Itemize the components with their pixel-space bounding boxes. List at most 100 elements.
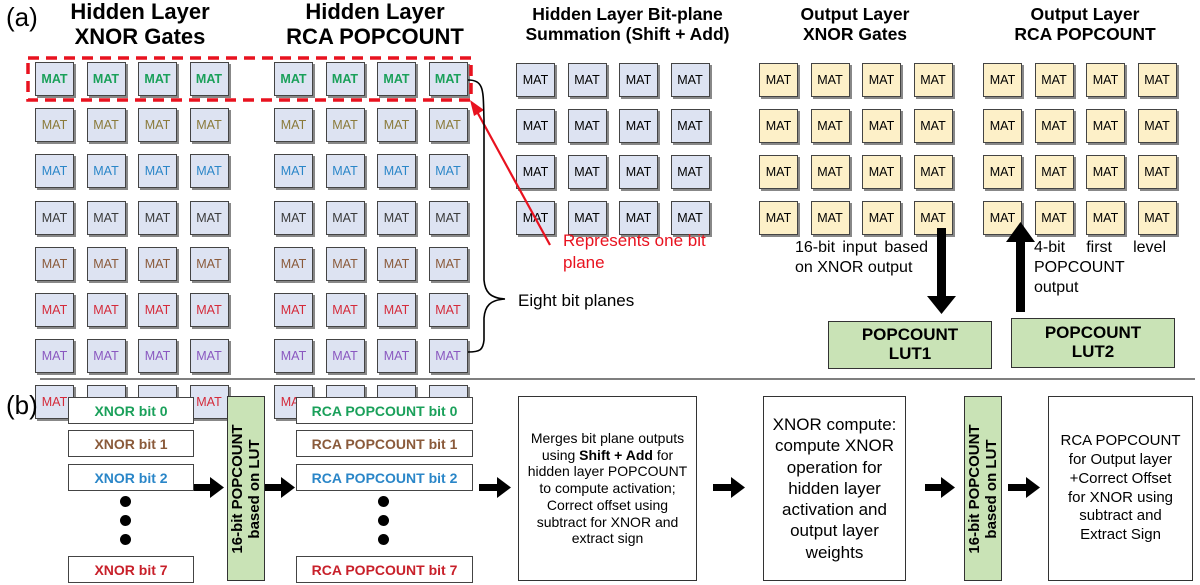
mat-block: MAT — [86, 292, 126, 327]
lut1-down-arrow-shaft — [937, 228, 946, 298]
merge-text-pre: Merges bit plane outputs using — [530, 429, 685, 463]
mat-block: MAT — [759, 63, 798, 97]
mat-block: MAT — [983, 201, 1022, 235]
mat-block: MAT — [138, 108, 177, 143]
bitplane-highlight-box — [26, 56, 473, 102]
rca-output-text: RCA POPCOUNT for Output layer +Correct O… — [1060, 432, 1181, 543]
heading-line: RCA POPCOUNT — [286, 23, 464, 49]
mat-block: MAT — [325, 108, 365, 143]
heading-line: Summation (Shift + Add) — [525, 23, 730, 44]
merge-bitplanes-box: Merges bit plane outputs using Shift + A… — [518, 396, 697, 581]
lut2-line: POPCOUNT — [1044, 323, 1142, 343]
mat-block: MAT — [862, 63, 901, 97]
xnor-compute-box: XNOR compute: compute XNOR operation for… — [763, 396, 906, 581]
mat-block: MAT — [86, 62, 126, 96]
mat-block: MAT — [913, 109, 953, 143]
rca-bit-7-label: RCA POPCOUNT bit 7 — [311, 561, 458, 578]
mat-block: MAT — [35, 154, 74, 189]
mat-block: MAT — [377, 200, 416, 235]
heading-line: XNOR Gates — [802, 23, 908, 44]
mat-block: MAT — [619, 155, 658, 189]
mat-block: MAT — [377, 154, 416, 189]
flow-arrow — [713, 477, 745, 498]
heading-output-xnor: Output Layer XNOR Gates — [755, 4, 955, 44]
hidden-rca-mat-grid: MAT MAT MAT MAT MAT MAT MAT MAT MAT MAT MAT MAT MAT M… — [274, 62, 468, 420]
xnor-bit-2-label: XNOR bit 2 — [94, 469, 168, 486]
mat-block: MAT — [274, 292, 313, 327]
mat-block: MAT — [377, 292, 416, 327]
bitplane-pointer-arrowhead — [470, 100, 484, 116]
mat-block: MAT — [1137, 155, 1177, 189]
mat-block: MAT — [516, 109, 555, 143]
mat-block: MAT — [428, 246, 468, 281]
mat-block: MAT — [1137, 201, 1177, 235]
mat-block: MAT — [325, 154, 365, 189]
mat-block: MAT — [86, 339, 126, 374]
mat-block: MAT — [428, 108, 468, 143]
mat-block: MAT — [428, 62, 468, 96]
heading-line: Output Layer — [800, 4, 910, 24]
mat-block: MAT — [810, 201, 850, 235]
mat-block: MAT — [567, 201, 607, 235]
xnor-bit-7-box: XNOR bit 7 — [68, 556, 194, 583]
rca-bit-0-label: RCA POPCOUNT bit 0 — [311, 402, 458, 419]
mat-block: MAT — [983, 155, 1022, 189]
ellipsis-dot — [120, 515, 131, 526]
mat-block: MAT — [325, 200, 365, 235]
mat-block: MAT — [567, 109, 607, 143]
popcount-lut1-box: POPCOUNT LUT1 — [828, 321, 992, 369]
mat-block: MAT — [759, 155, 798, 189]
xnor-bit-1-label: XNOR bit 1 — [94, 435, 168, 452]
mat-block: MAT — [759, 201, 798, 235]
panel-a-label: (a) — [6, 2, 38, 32]
mat-block: MAT — [567, 155, 607, 189]
mat-block: MAT — [189, 339, 229, 374]
rca-bit-1-label: RCA POPCOUNT bit 1 — [311, 435, 458, 452]
mat-block: MAT — [138, 246, 177, 281]
lut1-line: POPCOUNT — [861, 325, 959, 345]
mat-block: MAT — [1137, 63, 1177, 97]
mat-block: MAT — [138, 339, 177, 374]
xnor-bit-0-box: XNOR bit 0 — [68, 397, 194, 424]
mat-block: MAT — [325, 62, 365, 96]
mat-block: MAT — [810, 109, 850, 143]
mat-block: MAT — [189, 200, 229, 235]
heading-line: Hidden Layer — [70, 0, 210, 24]
first-level-note: 4-bit first level POPCOUNT output — [1034, 239, 1166, 296]
mat-block: MAT — [274, 246, 313, 281]
mat-block: MAT — [670, 109, 710, 143]
mat-block: MAT — [567, 63, 607, 97]
rca-bit-2-box: RCA POPCOUNT bit 2 — [296, 464, 473, 491]
xnor-bit-7-label: XNOR bit 7 — [94, 561, 168, 578]
eight-bitplanes-annotation: Eight bit planes — [518, 291, 635, 310]
mat-block: MAT — [913, 63, 953, 97]
popcount-lut-vertical-box-1: 16-bit POPCOUNT based on LUT — [227, 396, 265, 581]
mat-block: MAT — [35, 246, 74, 281]
bitplane-annotation: Represents one bit plane — [563, 230, 723, 274]
mat-block: MAT — [428, 292, 468, 327]
mat-block: MAT — [862, 109, 901, 143]
mat-block: MAT — [86, 246, 126, 281]
mat-block: MAT — [1086, 201, 1125, 235]
mat-block: MAT — [1034, 63, 1074, 97]
mat-block: MAT — [325, 339, 365, 374]
mat-block: MAT — [670, 201, 710, 235]
mat-block: MAT — [35, 385, 74, 420]
ellipsis-dot — [378, 515, 389, 526]
merge-text-post: for hidden layer POPCOUNT to compute act… — [527, 446, 688, 547]
mat-block: MAT — [189, 62, 229, 96]
mat-block: MAT — [516, 63, 555, 97]
merge-text-bold: Shift + Add — [579, 446, 653, 463]
heading-line: XNOR Gates — [74, 23, 206, 49]
mat-block: MAT — [428, 339, 468, 374]
mat-block: MAT — [86, 154, 126, 189]
lut2-up-arrowhead — [1006, 222, 1035, 242]
lut2-line: LUT2 — [1071, 342, 1115, 361]
rca-bit-2-label: RCA POPCOUNT bit 2 — [311, 469, 458, 486]
mat-block: MAT — [35, 200, 74, 235]
mat-block: MAT — [35, 62, 74, 96]
mat-block: MAT — [325, 292, 365, 327]
heading-output-rca: Output Layer RCA POPCOUNT — [975, 4, 1195, 44]
